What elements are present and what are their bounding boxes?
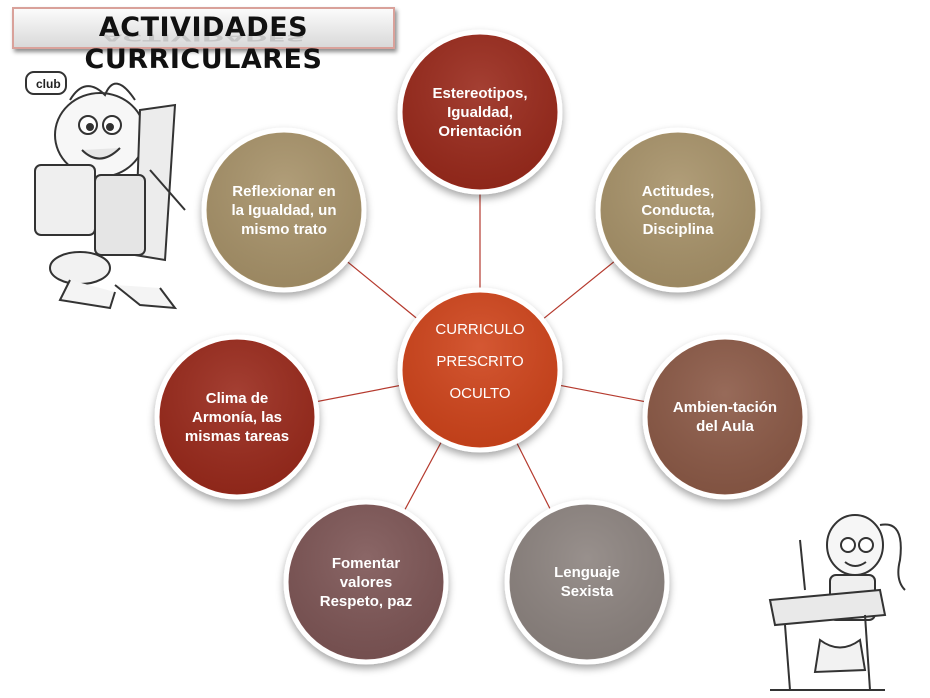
node-label-lenguaje: Lenguaje Sexista: [517, 532, 657, 632]
node-label-estereotipos: Estereotipos, Igualdad, Orientación: [410, 62, 550, 162]
girl-illustration: [770, 515, 905, 690]
node-label-fomentar: Fomentar valores Respeto, paz: [296, 532, 436, 632]
center-line-1: CURRICULO: [410, 314, 550, 346]
node-label-clima: Clima de Armonía, las mismas tareas: [167, 367, 307, 467]
club-badge-text: club: [36, 77, 61, 91]
center-label: CURRICULO PRESCRITO OCULTO: [410, 314, 550, 410]
node-label-reflexionar: Reflexionar en la Igualdad, un mismo tra…: [214, 160, 354, 260]
center-line-3: OCULTO: [410, 378, 550, 410]
node-label-actitudes: Actitudes, Conducta, Disciplina: [608, 160, 748, 260]
center-line-2: PRESCRITO: [410, 346, 550, 378]
boy-illustration: club: [26, 72, 185, 308]
node-label-ambientacion: Ambien-tación del Aula: [655, 367, 795, 467]
